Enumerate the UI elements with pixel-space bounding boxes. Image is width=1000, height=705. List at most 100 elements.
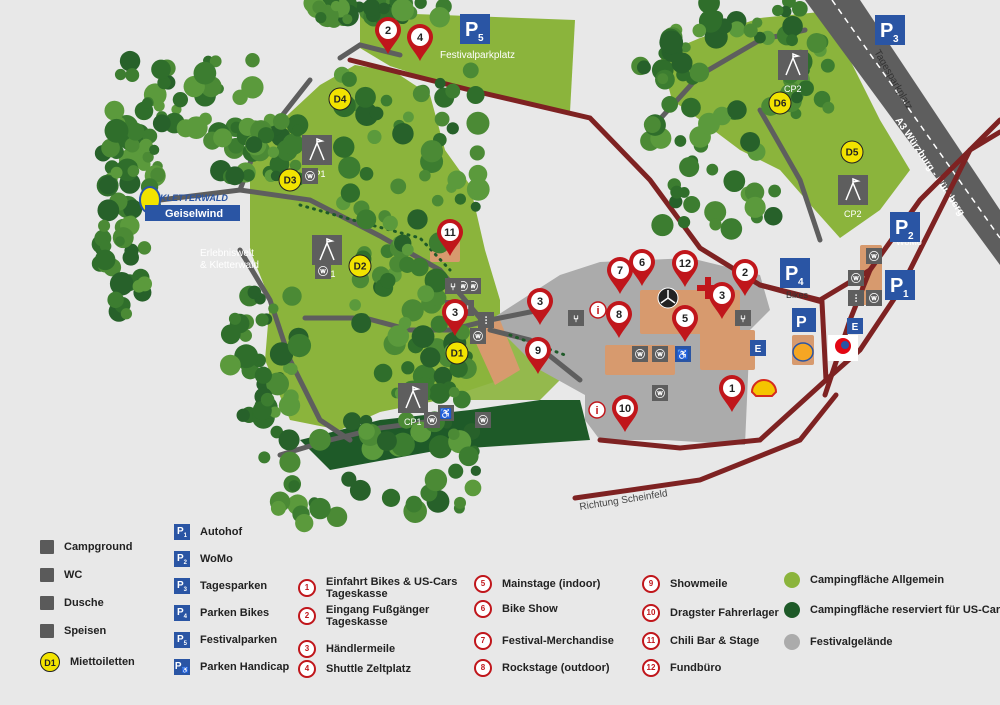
pin-9[interactable]: 9 xyxy=(525,337,551,374)
tree xyxy=(417,285,435,303)
shower-icon: ⫶ xyxy=(478,312,494,328)
pin-2[interactable]: 2 xyxy=(375,17,401,54)
tree xyxy=(104,118,129,143)
tree xyxy=(309,497,331,520)
wc-icon: ⓦ xyxy=(866,290,882,306)
pin-5[interactable]: 5 xyxy=(672,305,698,342)
pin-icon: 9 xyxy=(642,575,660,593)
pin-12[interactable]: 12 xyxy=(672,250,698,287)
legend-label: Festival-Merchandise xyxy=(502,635,614,647)
svg-text:ⓦ: ⓦ xyxy=(869,292,879,305)
pin-3[interactable]: 3 xyxy=(709,282,735,319)
tree xyxy=(424,468,448,492)
tree xyxy=(683,195,701,213)
legend-item: P5 Festivalparken xyxy=(174,632,277,648)
food-icon xyxy=(40,624,54,638)
tree xyxy=(349,299,361,311)
tree xyxy=(98,219,111,232)
area-color-swatch xyxy=(784,634,800,650)
pin-6[interactable]: 6 xyxy=(629,249,655,286)
svg-text:P: P xyxy=(465,19,478,41)
svg-text:D4: D4 xyxy=(334,95,347,106)
svg-text:3: 3 xyxy=(719,290,725,302)
tree xyxy=(142,151,154,163)
pin-3[interactable]: 3 xyxy=(442,299,468,336)
svg-text:2: 2 xyxy=(742,267,748,279)
pin-8[interactable]: 8 xyxy=(606,301,632,338)
tree xyxy=(798,80,814,97)
tree xyxy=(270,500,286,516)
wc-icon: ⓦ xyxy=(848,270,864,286)
tree xyxy=(723,170,746,193)
highway-a3 xyxy=(805,0,1000,265)
pin-10[interactable]: 10 xyxy=(612,395,638,432)
wc-icon xyxy=(40,568,54,582)
tree xyxy=(822,101,835,114)
parking-icon: P5 xyxy=(174,632,190,648)
legend-item: WC xyxy=(40,568,82,582)
rental-toilet-d2: D2 xyxy=(348,254,372,278)
pin-2[interactable]: 2 xyxy=(732,259,758,296)
legend-label: Festivalparken xyxy=(200,634,278,646)
tree xyxy=(209,55,222,68)
tree xyxy=(387,325,410,347)
tree xyxy=(454,496,467,509)
legend-label: Campground xyxy=(64,541,133,553)
tree xyxy=(258,451,271,464)
tree xyxy=(289,159,302,172)
tree xyxy=(782,15,803,37)
tree xyxy=(657,73,669,85)
tree xyxy=(466,111,490,135)
area-color-swatch xyxy=(784,572,800,588)
tree xyxy=(288,480,300,492)
tree-cluster xyxy=(91,0,835,533)
tree xyxy=(820,58,835,73)
tree xyxy=(236,408,250,422)
tree xyxy=(458,446,479,467)
legend-label: Speisen xyxy=(64,625,107,637)
tree xyxy=(434,77,446,89)
tree xyxy=(681,97,701,118)
tree xyxy=(349,479,371,501)
campground-label: CP2 xyxy=(784,84,802,94)
svg-text:1: 1 xyxy=(903,289,909,300)
tree xyxy=(454,193,466,205)
tree xyxy=(114,236,125,247)
tree xyxy=(269,406,281,418)
tree xyxy=(466,86,485,105)
bikes-label: Bikes xyxy=(786,290,809,300)
first-aid-icon xyxy=(697,277,719,299)
tree xyxy=(228,312,242,325)
tree xyxy=(153,100,165,112)
svg-text:11: 11 xyxy=(444,227,456,239)
campground-icons: CP1CP1CP1CP2CP2 xyxy=(302,50,868,427)
rental-toilet-d5: D5 xyxy=(840,140,864,164)
tree xyxy=(430,315,448,333)
pin-3[interactable]: 3 xyxy=(527,288,553,325)
campground-icon xyxy=(40,540,54,554)
legend-item: Campingfläche Allgemein xyxy=(784,572,944,588)
rental-toilet-d4: D4 xyxy=(328,87,352,111)
legend-label: Tagesparken xyxy=(200,580,268,592)
tree xyxy=(448,386,460,398)
svg-text:P: P xyxy=(880,20,893,42)
svg-text:⫶: ⫶ xyxy=(855,294,858,305)
pin-1[interactable]: 1 xyxy=(719,375,745,412)
tree xyxy=(151,59,171,80)
rental-toilet-d1: D1 xyxy=(445,341,469,365)
pin-7[interactable]: 7 xyxy=(607,257,633,294)
tree xyxy=(643,116,661,134)
tree xyxy=(397,411,415,429)
tree xyxy=(744,182,765,202)
tree xyxy=(342,412,362,431)
pin-4[interactable]: 4 xyxy=(407,24,433,61)
tree xyxy=(469,145,485,161)
pin-11[interactable]: 11 xyxy=(437,219,463,256)
tree xyxy=(367,129,382,145)
